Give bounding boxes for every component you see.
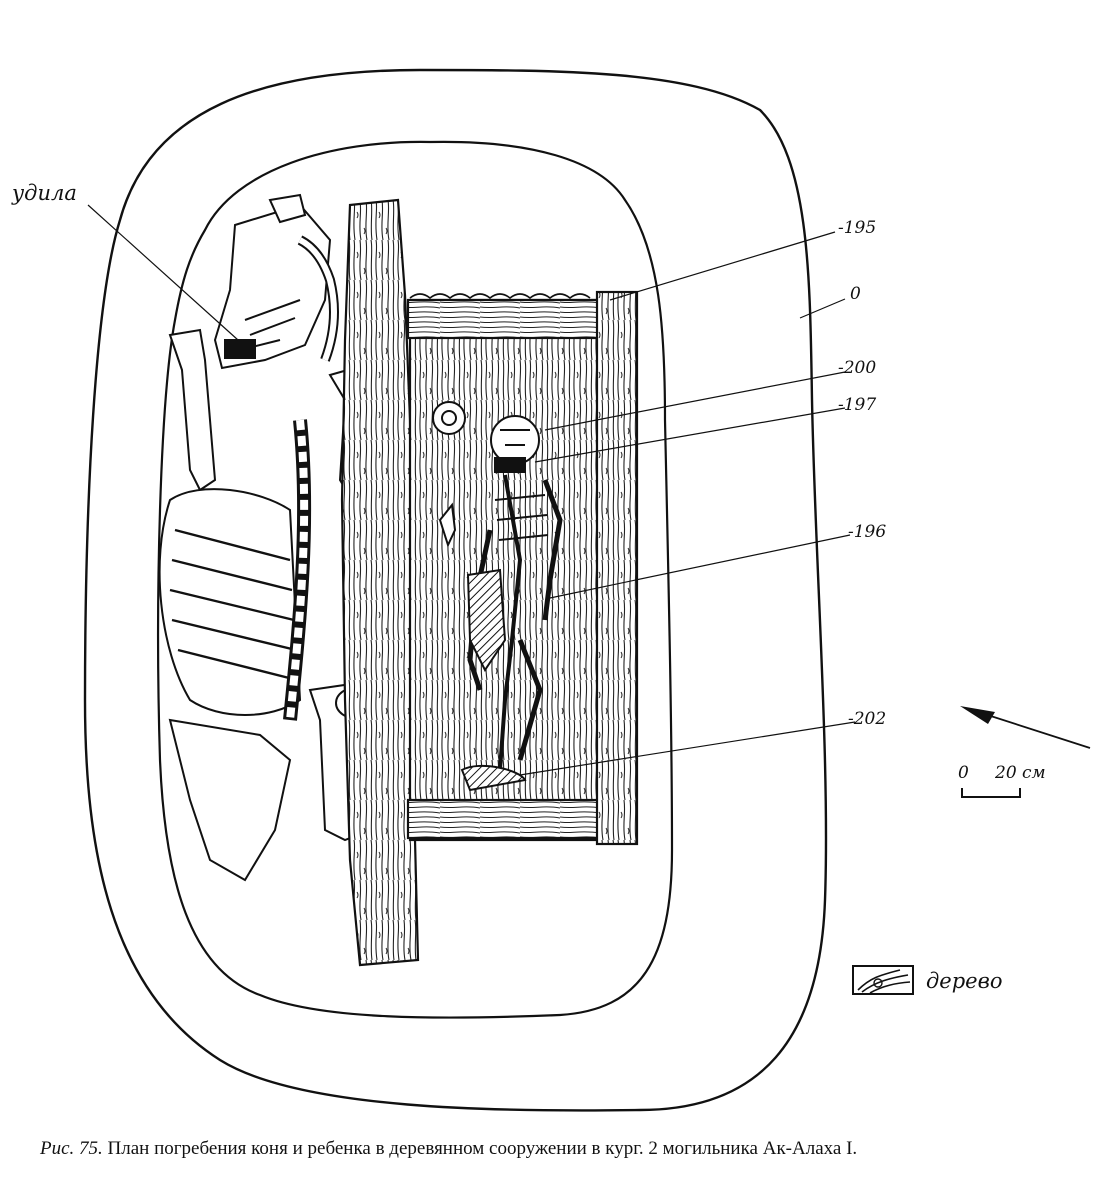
child-wood-hatch [466,568,507,672]
svg-text:20 см: 20 см [994,763,1046,783]
figure-caption: Рис. 75. План погребения коня и ребенка … [40,1138,1070,1160]
north-arrow-icon [960,706,1091,749]
chamber-right-plank [595,290,639,846]
horse-foreleg-left [168,328,217,492]
horse-ribcage [158,488,302,716]
child-skeleton [460,415,563,792]
wooden-chamber [406,290,639,846]
figure-number: Рис. 75. [40,1138,103,1159]
horse-pelvis [168,718,292,882]
leader-lines [87,204,856,776]
caption-text: План погребения коня и ребенка в деревян… [107,1138,858,1159]
svg-text:дерево: дерево [926,969,1002,993]
label-depth-200: -200 [838,358,876,378]
outer-pit-outline [83,68,828,1112]
round-object [432,401,466,435]
svg-text:0: 0 [958,763,969,783]
label-udila: удила [11,181,77,205]
label-depth-197: -197 [838,395,876,415]
legend-wood: дерево [852,965,1002,995]
inner-pit-outline [157,140,674,1019]
label-depth-195: -195 [838,218,876,238]
wood-hatch-icon [852,965,914,995]
arrowhead-object [438,502,457,548]
scale-bar: 0 20 см [958,763,1046,798]
child-skull [490,415,540,465]
label-depth-202: -202 [848,709,886,729]
label-depth-0: 0 [850,284,861,304]
chamber-top-plank [406,298,635,340]
vertical-log [340,198,420,967]
label-depth-196: -196 [848,522,886,542]
